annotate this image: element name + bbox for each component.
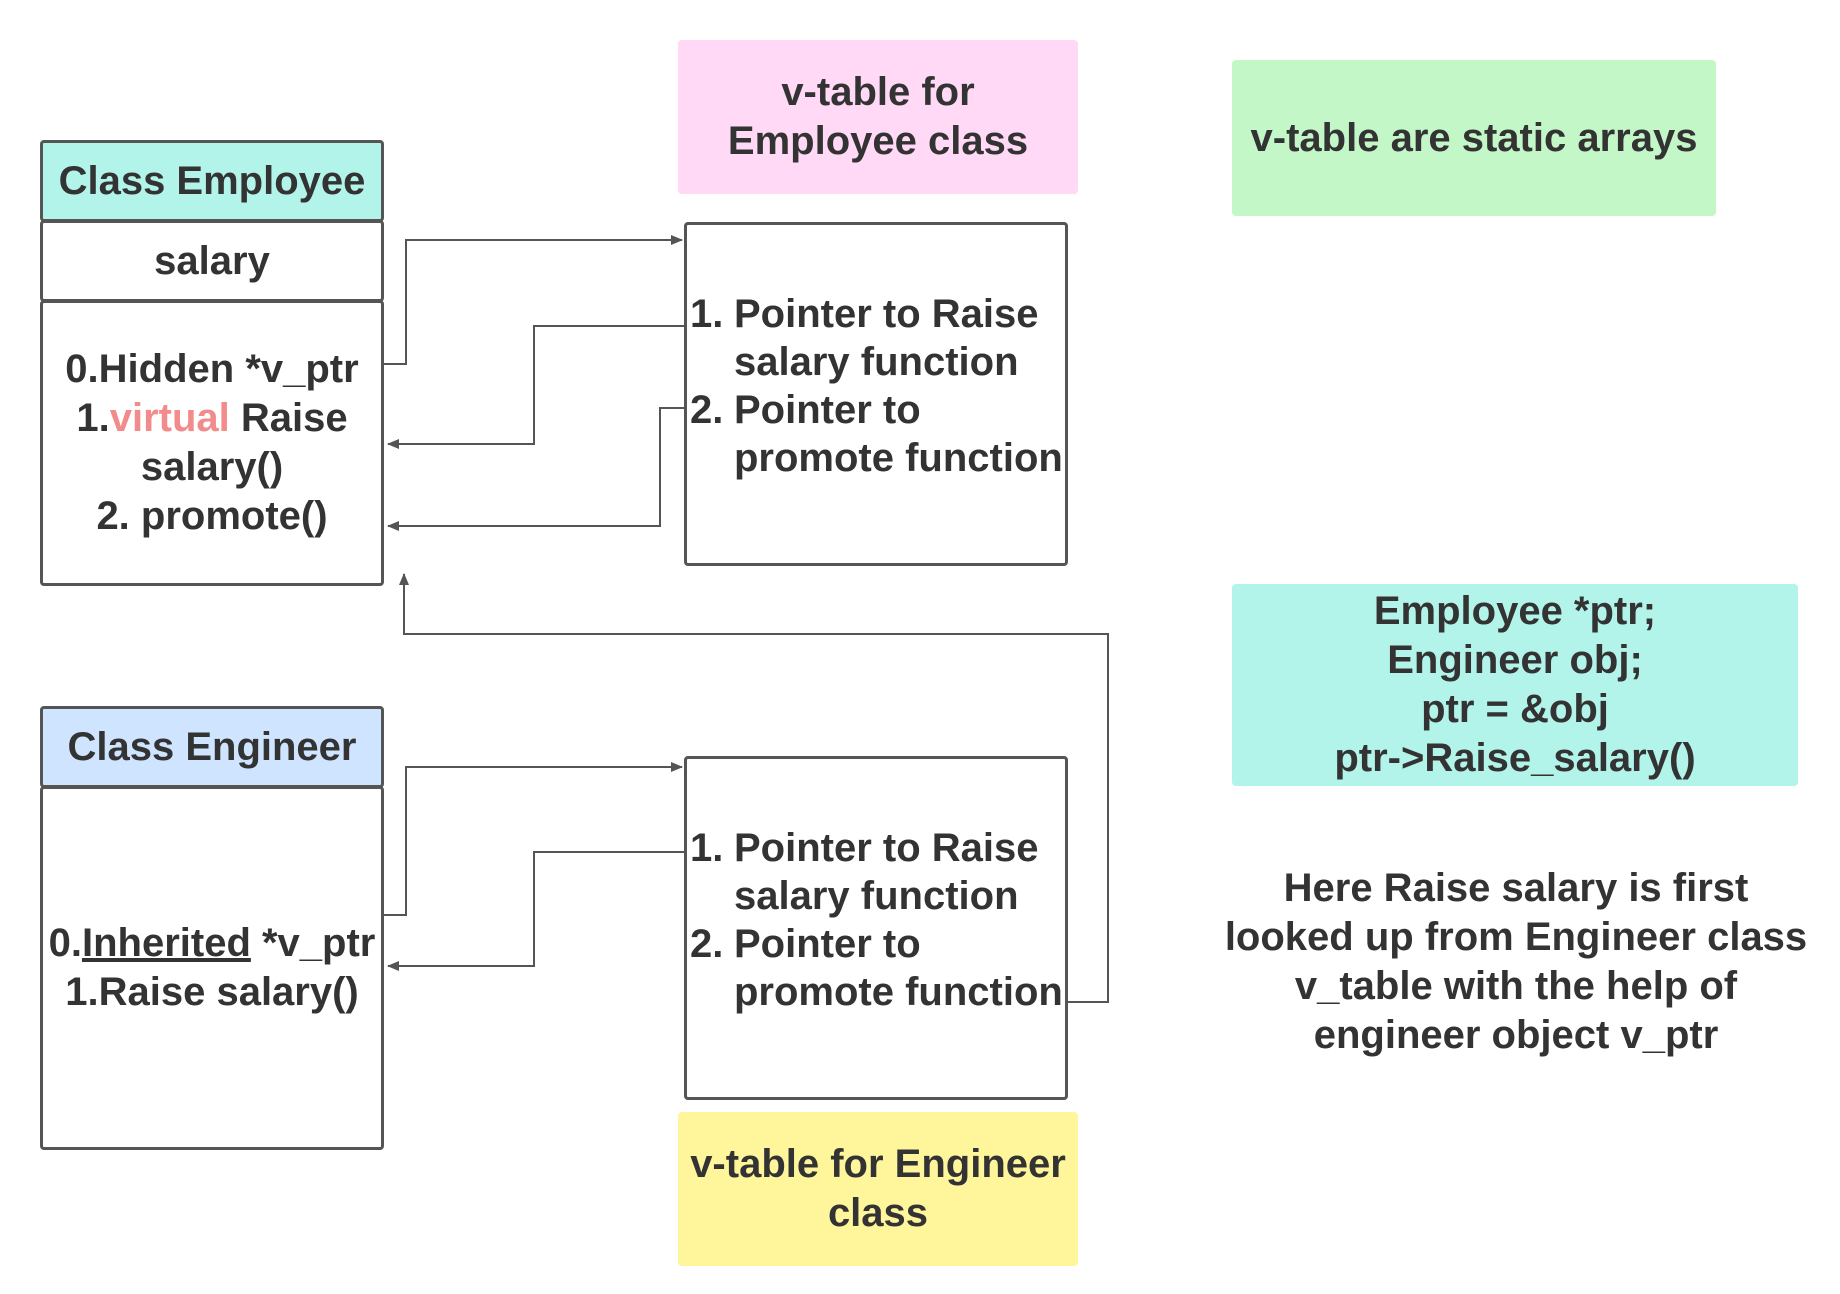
employee-vtable-title-line2: Employee class bbox=[727, 119, 1029, 163]
engineer-vtable-box bbox=[684, 756, 1068, 1100]
engineer-vtable-item-num: 1. bbox=[690, 826, 724, 870]
employee-vtable-title-note: v-table for Employee class bbox=[678, 40, 1078, 194]
lookup-line: looked up from Engineer class bbox=[1224, 915, 1808, 960]
employee-vtable-item: 2. Pointer to promote function bbox=[690, 388, 1063, 480]
engineer-vtable-item-num: 2. bbox=[690, 922, 724, 966]
code-line: Employee *ptr; bbox=[1373, 589, 1657, 634]
employee-methods-text: 0.Hidden *v_ptr 1.virtual Raise salary()… bbox=[65, 345, 358, 540]
employee-vtable-box bbox=[684, 222, 1068, 566]
engineer-methods-box: 0.Inherited *v_ptr 1.Raise salary() bbox=[40, 786, 384, 1150]
code-line: Engineer obj; bbox=[1387, 638, 1643, 683]
lookup-line: engineer object v_ptr bbox=[1313, 1012, 1719, 1057]
arrow-emp-vtable-promote bbox=[387, 407, 684, 531]
code-note: Employee *ptr; Engineer obj; ptr = &obj … bbox=[1232, 584, 1798, 786]
lookup-line: v_table with the help of bbox=[1294, 964, 1738, 1008]
engineer-class-title-text: Class Engineer bbox=[67, 724, 357, 769]
employee-vtable-item: 1. Pointer to Raise salary function bbox=[690, 292, 1039, 384]
virtual-keyword: virtual bbox=[109, 396, 230, 441]
employee-field-box: salary bbox=[40, 220, 384, 302]
engineer-vtable-title-line1: v-table for Engineer bbox=[690, 1142, 1066, 1187]
engineer-vtable-title-line2: class bbox=[827, 1191, 929, 1235]
arrow-emp-vptr-to-vtable bbox=[384, 235, 683, 365]
engineer-vtable-item: 2. Pointer to promote function bbox=[690, 922, 1063, 1014]
employee-method-promote: 2. promote() bbox=[96, 493, 328, 538]
engineer-method-vptr: 0.Inherited *v_ptr bbox=[48, 921, 376, 966]
arrow-eng-vptr-to-vtable bbox=[384, 762, 683, 916]
code-line: ptr = &obj bbox=[1421, 687, 1609, 731]
employee-vtable-item-num: 1. bbox=[690, 292, 724, 336]
employee-method-raise-cont: salary() bbox=[140, 445, 284, 489]
arrow-eng-vtable-raise bbox=[387, 851, 684, 971]
inherited-keyword: Inherited bbox=[81, 921, 251, 966]
engineer-method-raise: 1.Raise salary() bbox=[65, 970, 359, 1014]
employee-class-title-text: Class Employee bbox=[58, 158, 366, 203]
arrow-emp-vtable-raise bbox=[387, 325, 684, 449]
static-arrays-note: v-table are static arrays bbox=[1232, 60, 1716, 216]
employee-vtable-title-line1: v-table for bbox=[781, 70, 975, 115]
lookup-line: Here Raise salary is first bbox=[1283, 866, 1749, 911]
engineer-vtable-item: 1. Pointer to Raise salary function bbox=[690, 826, 1039, 918]
employee-vtable-list: 1. Pointer to Raise salary function 2. P… bbox=[690, 290, 1063, 482]
engineer-vtable-list: 1. Pointer to Raise salary function 2. P… bbox=[690, 824, 1063, 1016]
static-arrays-text: v-table are static arrays bbox=[1250, 115, 1698, 160]
code-line: ptr->Raise_salary() bbox=[1334, 735, 1696, 780]
lookup-explanation: Here Raise salary is first looked up fro… bbox=[1212, 864, 1820, 1060]
employee-field-salary: salary bbox=[154, 238, 270, 283]
employee-class-title: Class Employee bbox=[40, 140, 384, 222]
engineer-methods-text: 0.Inherited *v_ptr 1.Raise salary() bbox=[49, 919, 376, 1017]
employee-method-raise: 1.virtual Raise bbox=[76, 396, 348, 441]
employee-vtable-item-num: 2. bbox=[690, 388, 724, 432]
engineer-class-title: Class Engineer bbox=[40, 706, 384, 788]
employee-methods-box: 0.Hidden *v_ptr 1.virtual Raise salary()… bbox=[40, 300, 384, 586]
engineer-vtable-title-note: v-table for Engineer class bbox=[678, 1112, 1078, 1266]
employee-method-vptr: 0.Hidden *v_ptr bbox=[65, 347, 359, 392]
